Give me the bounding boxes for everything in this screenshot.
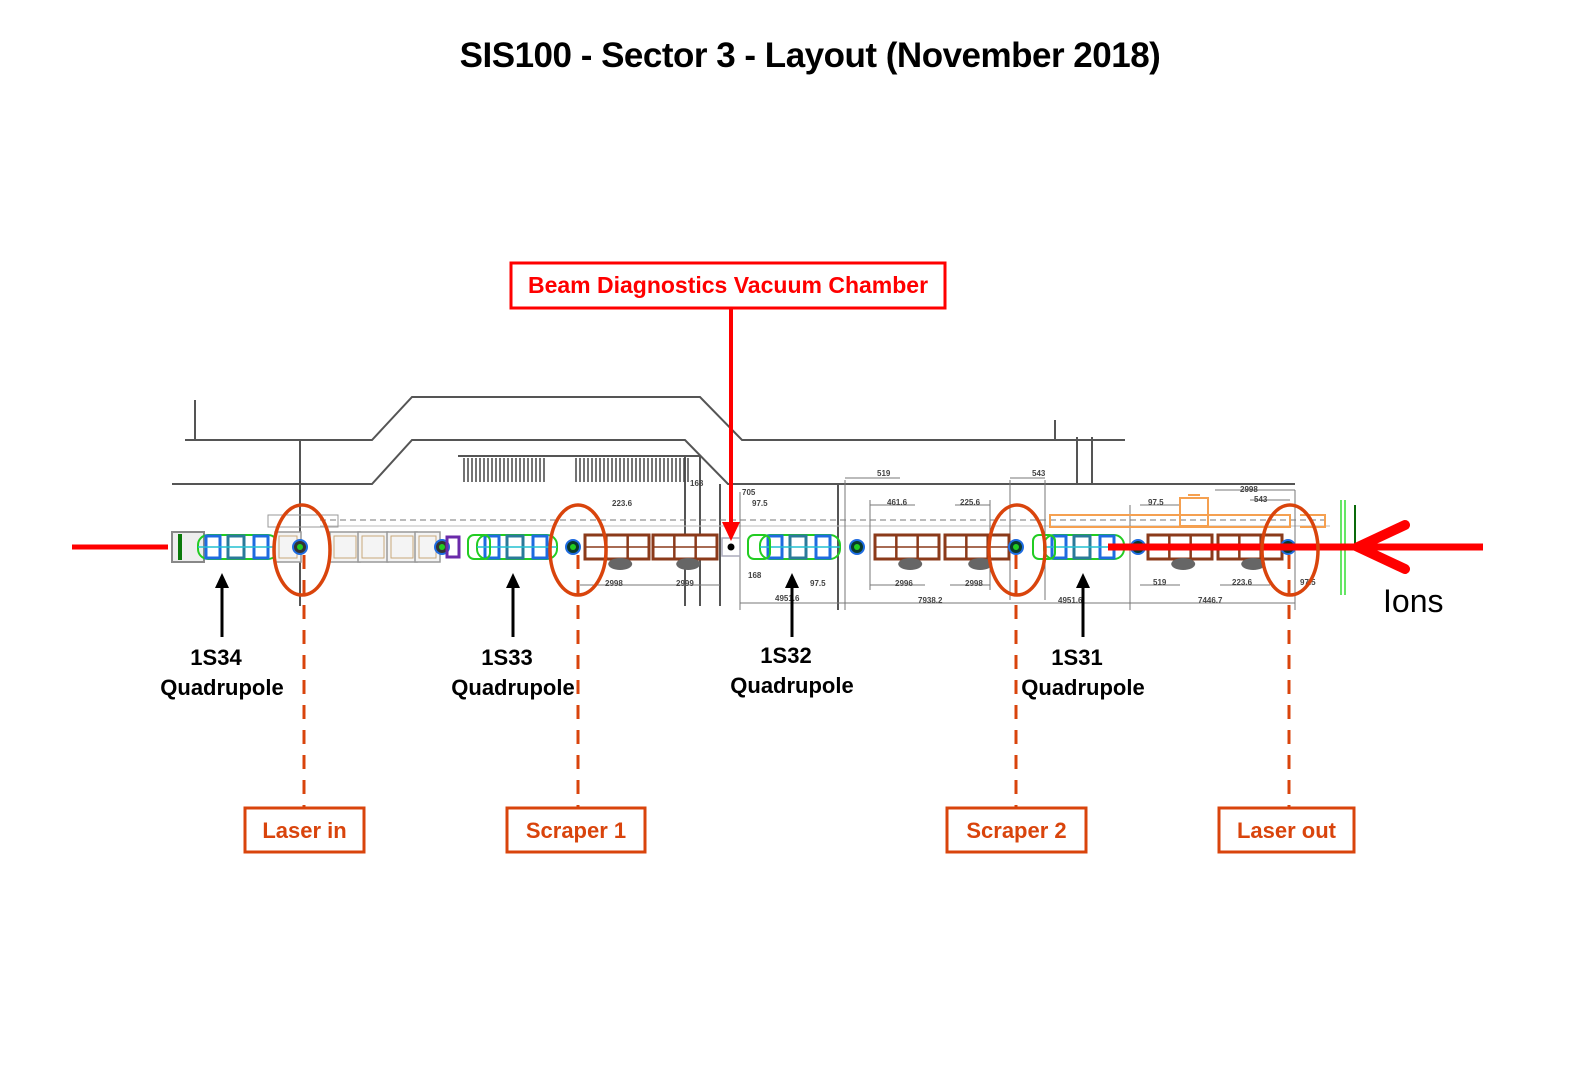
dimension-labels: 168 705 97.5 223.6 2998 2999 168 97.5 49… — [605, 469, 1316, 605]
dipole-magnet — [651, 533, 719, 570]
pickup — [849, 539, 865, 555]
marker-label: Scraper 2 — [966, 818, 1066, 843]
dipole-magnet — [583, 533, 651, 570]
orange-vacuum-parts — [1049, 494, 1326, 528]
hatched-block — [463, 458, 689, 482]
bellow — [467, 534, 491, 560]
marker-scraper-1: Scraper 1 — [505, 503, 647, 854]
dim-label: 705 — [742, 488, 756, 497]
marker-box — [505, 806, 647, 854]
callout-beam-diagnostics: Beam Diagnostics Vacuum Chamber — [509, 261, 947, 541]
dim-label: 519 — [1153, 578, 1167, 587]
dim-label: 223.6 — [612, 499, 633, 508]
end-flange — [171, 531, 205, 563]
quadrupole-id: 1S32 — [760, 643, 811, 668]
dim-label: 543 — [1254, 495, 1268, 504]
rail-outline — [267, 514, 339, 528]
dipole-magnet — [1216, 533, 1284, 570]
dim-label: 7446.7 — [1198, 596, 1223, 605]
arrow-up-icon — [506, 573, 520, 588]
pickup — [565, 539, 581, 555]
dim-label: 2998 — [1240, 485, 1258, 494]
ions-label: Ions — [1383, 583, 1443, 619]
dim-label: 543 — [1032, 469, 1046, 478]
quadrupole-type: Quadrupole — [451, 675, 574, 700]
quadrupole-type: Quadrupole — [1021, 675, 1144, 700]
dim-label: 4951.6 — [1058, 596, 1083, 605]
tunnel-outline — [172, 396, 1295, 610]
marker-ellipse — [1260, 503, 1320, 597]
dim-label: 97.5 — [1148, 498, 1164, 507]
dim-label: 2998 — [965, 579, 983, 588]
marker-label: Scraper 1 — [526, 818, 626, 843]
dim-label: 519 — [877, 469, 891, 478]
dim-label: 223.6 — [1232, 578, 1253, 587]
dim-label: 2998 — [605, 579, 623, 588]
dim-label: 97.5 — [752, 499, 768, 508]
callout-label: Beam Diagnostics Vacuum Chamber — [528, 272, 928, 298]
quadrupole-assembly — [759, 534, 841, 560]
dim-label: 4951.6 — [775, 594, 800, 603]
beamline-components — [171, 514, 1296, 570]
quadrupole-type: Quadrupole — [160, 675, 283, 700]
markers: Laser in Scraper 1 Scraper 2 Laser out — [243, 503, 1356, 854]
dim-label: 168 — [690, 479, 704, 488]
arrow-up-icon — [215, 573, 229, 588]
arrow-up-icon — [1076, 573, 1090, 588]
marker-ellipse — [987, 503, 1047, 597]
marker-laser-in: Laser in — [243, 503, 366, 854]
dim-label: 225.6 — [960, 498, 981, 507]
ions-arrow-icon — [1346, 520, 1410, 574]
dim-label: 2996 — [895, 579, 913, 588]
bellow — [747, 534, 771, 560]
beam — [72, 520, 1483, 574]
quadrupole-id: 1S34 — [190, 645, 242, 670]
dim-label: 97.5 — [810, 579, 826, 588]
quadrupole-assembly — [197, 534, 279, 560]
quadrupole-assembly — [476, 534, 558, 560]
dipole-magnet — [943, 533, 1011, 570]
arrow-down-icon — [722, 522, 740, 541]
quadrupoles: 1S34Quadrupole1S33Quadrupole1S32Quadrupo… — [160, 573, 1145, 700]
quadrupole-id: 1S31 — [1051, 645, 1102, 670]
diagnostics-chamber-center — [727, 543, 735, 551]
marker-laser-out: Laser out — [1217, 503, 1356, 854]
arrow-up-icon — [785, 573, 799, 588]
dipole-magnet — [873, 533, 941, 570]
dipole-magnet — [1146, 533, 1214, 570]
marker-scraper-2: Scraper 2 — [945, 503, 1088, 854]
quadrupole-id: 1S33 — [481, 645, 532, 670]
chamber-module — [357, 531, 389, 563]
dim-label: 168 — [748, 571, 762, 580]
dim-label: 2999 — [676, 579, 694, 588]
marker-box — [243, 806, 366, 854]
page-title: SIS100 - Sector 3 - Layout (November 201… — [459, 36, 1161, 75]
end-flange-detail — [178, 534, 182, 560]
marker-ellipse — [272, 503, 332, 597]
quadrupole-type: Quadrupole — [730, 673, 853, 698]
pickup — [1008, 539, 1024, 555]
marker-label: Laser in — [262, 818, 346, 843]
chamber-module — [329, 531, 361, 563]
dim-label: 7938.2 — [918, 596, 943, 605]
chamber-module — [386, 531, 418, 563]
bpm — [445, 535, 461, 559]
marker-label: Laser out — [1237, 818, 1337, 843]
pickup — [292, 539, 308, 555]
marker-ellipse — [548, 503, 608, 597]
marker-box — [1217, 806, 1356, 854]
dim-label: 461.6 — [887, 498, 908, 507]
marker-box — [945, 806, 1088, 854]
